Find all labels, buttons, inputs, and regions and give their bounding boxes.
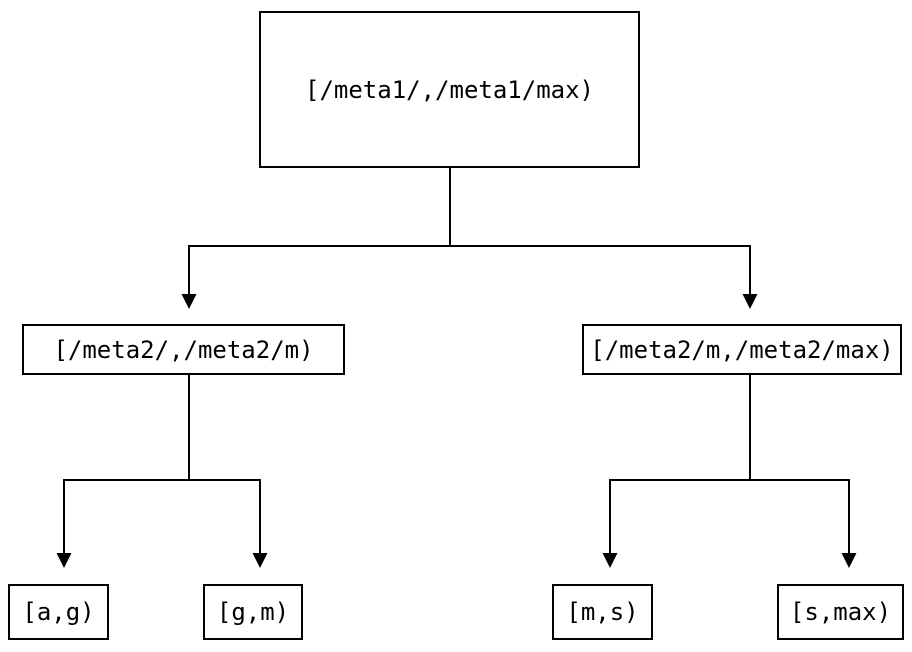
edge-root-to-left-child: [188, 168, 451, 294]
node-right-child: [/meta2/m,/meta2/max): [582, 324, 902, 375]
arrowhead-down-icon: [602, 553, 618, 568]
node-leaf-gm-label: [g,m): [216, 598, 290, 626]
node-leaf-smax-label: [s,max): [789, 598, 892, 626]
arrowhead-down-icon: [252, 553, 268, 568]
node-root-label: [/meta1/,/meta1/max): [305, 75, 594, 104]
node-leaf-ms: [m,s): [552, 584, 653, 640]
arrowhead-down-icon: [742, 294, 758, 309]
node-left-child: [/meta2/,/meta2/m): [22, 324, 345, 375]
edge-arrowheads: [56, 294, 857, 568]
edge-lines: [63, 168, 850, 553]
node-leaf-gm: [g,m): [203, 584, 303, 640]
node-leaf-ag: [a,g): [8, 584, 109, 640]
node-root: [/meta1/,/meta1/max): [259, 11, 640, 168]
edge-root-to-right-child: [449, 168, 751, 294]
arrowhead-down-icon: [841, 553, 857, 568]
node-left-child-label: [/meta2/,/meta2/m): [53, 335, 314, 364]
node-leaf-ms-label: [m,s): [566, 598, 639, 626]
edge-right-child-to-leaf-ms: [609, 375, 751, 553]
edge-left-child-to-leaf-ag: [63, 375, 190, 553]
node-leaf-ag-label: [a,g): [22, 598, 95, 626]
arrowhead-down-icon: [56, 553, 72, 568]
node-leaf-smax: [s,max): [777, 584, 904, 640]
edge-right-child-to-leaf-smax: [749, 375, 850, 553]
arrowhead-down-icon: [181, 294, 197, 309]
edge-left-child-to-leaf-gm: [188, 375, 261, 553]
node-right-child-label: [/meta2/m,/meta2/max): [590, 335, 894, 364]
